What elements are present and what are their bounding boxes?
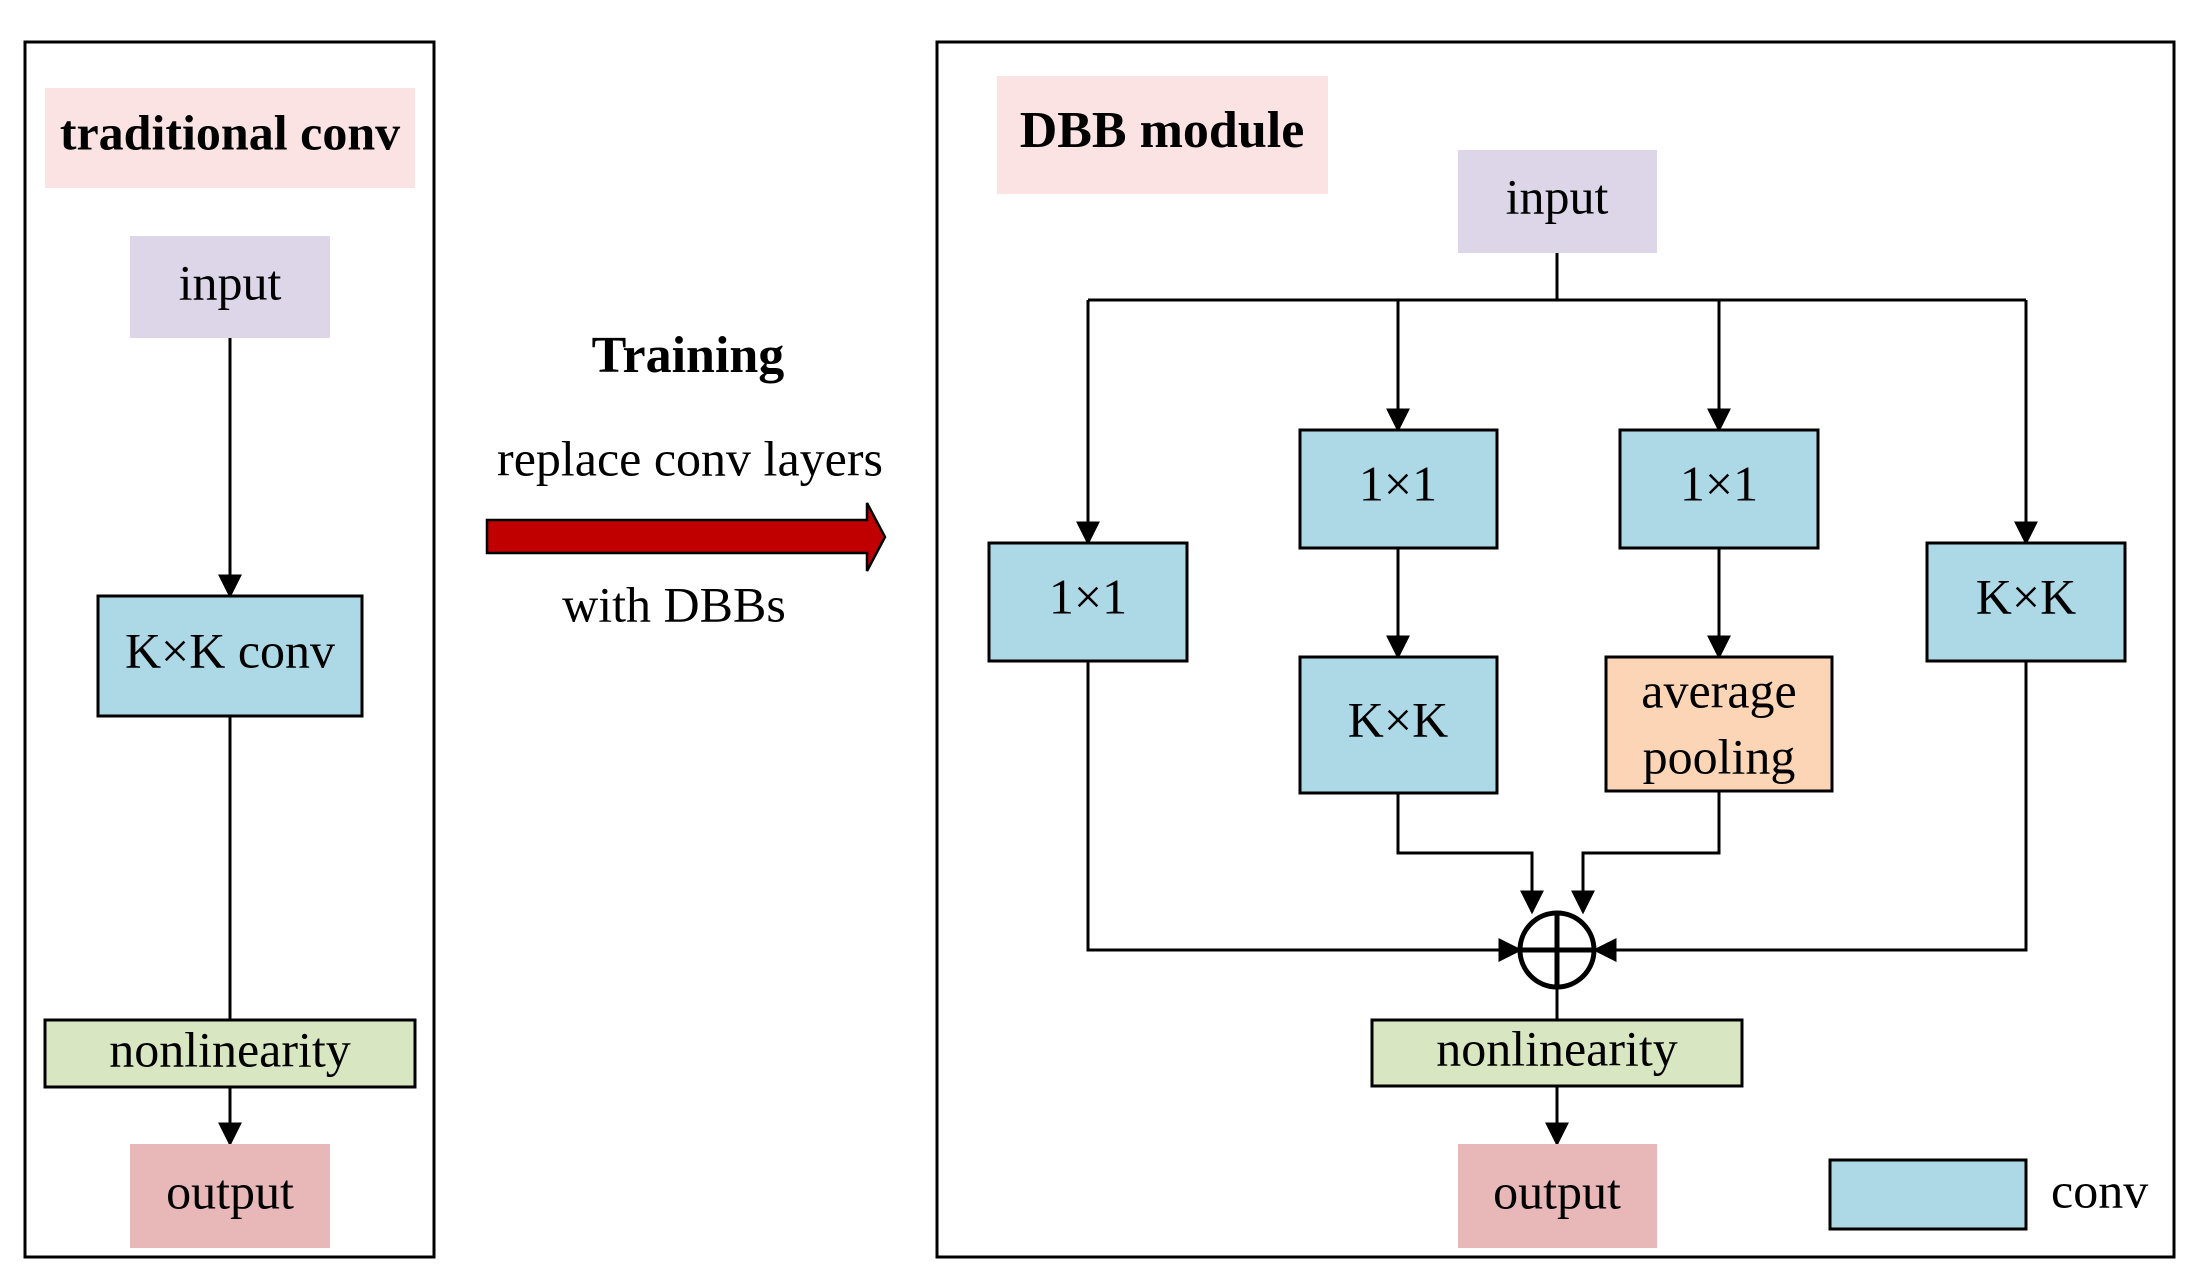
left-nonlinearity-box bbox=[43, 1018, 417, 1089]
merge-line-branch2 bbox=[1396, 793, 1544, 915]
legend-conv-swatch bbox=[1828, 1158, 2028, 1231]
left-output-box bbox=[130, 1144, 330, 1248]
branch2-top-label: 1×1 bbox=[1359, 455, 1437, 511]
legend-conv-label: conv bbox=[2051, 1162, 2148, 1218]
right-input-label: input bbox=[1506, 168, 1609, 224]
average-pooling-label-line1: average bbox=[1641, 662, 1796, 718]
right-output-label: output bbox=[1493, 1163, 1621, 1219]
left-nonlinearity-label: nonlinearity bbox=[109, 1021, 351, 1077]
right-nonlinearity-label: nonlinearity bbox=[1436, 1020, 1678, 1076]
right-title-box bbox=[997, 76, 1328, 194]
left-output-label: output bbox=[166, 1163, 294, 1219]
right-nonlinearity-box bbox=[1370, 1018, 1744, 1088]
branch1-conv-box bbox=[987, 541, 1189, 663]
branch2-bottom-label: K×K bbox=[1348, 691, 1448, 747]
average-pooling-box bbox=[1604, 655, 1834, 793]
left-title-box bbox=[45, 88, 415, 188]
average-pooling-label-line2: pooling bbox=[1643, 728, 1796, 784]
branch3-top-box bbox=[1618, 428, 1820, 550]
training-heading: Training bbox=[592, 327, 785, 384]
training-line1: replace conv layers bbox=[497, 430, 883, 486]
right-panel-title: DBB module bbox=[1020, 102, 1305, 159]
replace-arrow bbox=[485, 502, 887, 572]
left-panel-frame bbox=[23, 40, 436, 1259]
left-panel-title: traditional conv bbox=[60, 104, 400, 160]
left-conv-label: K×K conv bbox=[125, 622, 335, 678]
branch4-conv-box bbox=[1925, 541, 2127, 663]
right-input-box bbox=[1458, 150, 1657, 253]
branch2-top-box bbox=[1298, 428, 1499, 550]
branch4-label: K×K bbox=[1976, 568, 2076, 624]
branch2-bottom-box bbox=[1298, 655, 1499, 795]
right-output-box bbox=[1458, 1144, 1657, 1248]
sum-node-icon bbox=[1517, 910, 1597, 990]
right-panel-frame bbox=[935, 40, 2176, 1259]
left-input-label: input bbox=[179, 254, 282, 310]
branch3-top-label: 1×1 bbox=[1680, 455, 1758, 511]
left-input-box bbox=[130, 236, 330, 338]
merge-line-branch1 bbox=[1086, 661, 1523, 962]
merge-line-branch4 bbox=[1592, 661, 2028, 962]
branch1-label: 1×1 bbox=[1049, 568, 1127, 624]
merge-line-branch3 bbox=[1571, 791, 1721, 915]
training-line2: with DBBs bbox=[562, 576, 786, 632]
